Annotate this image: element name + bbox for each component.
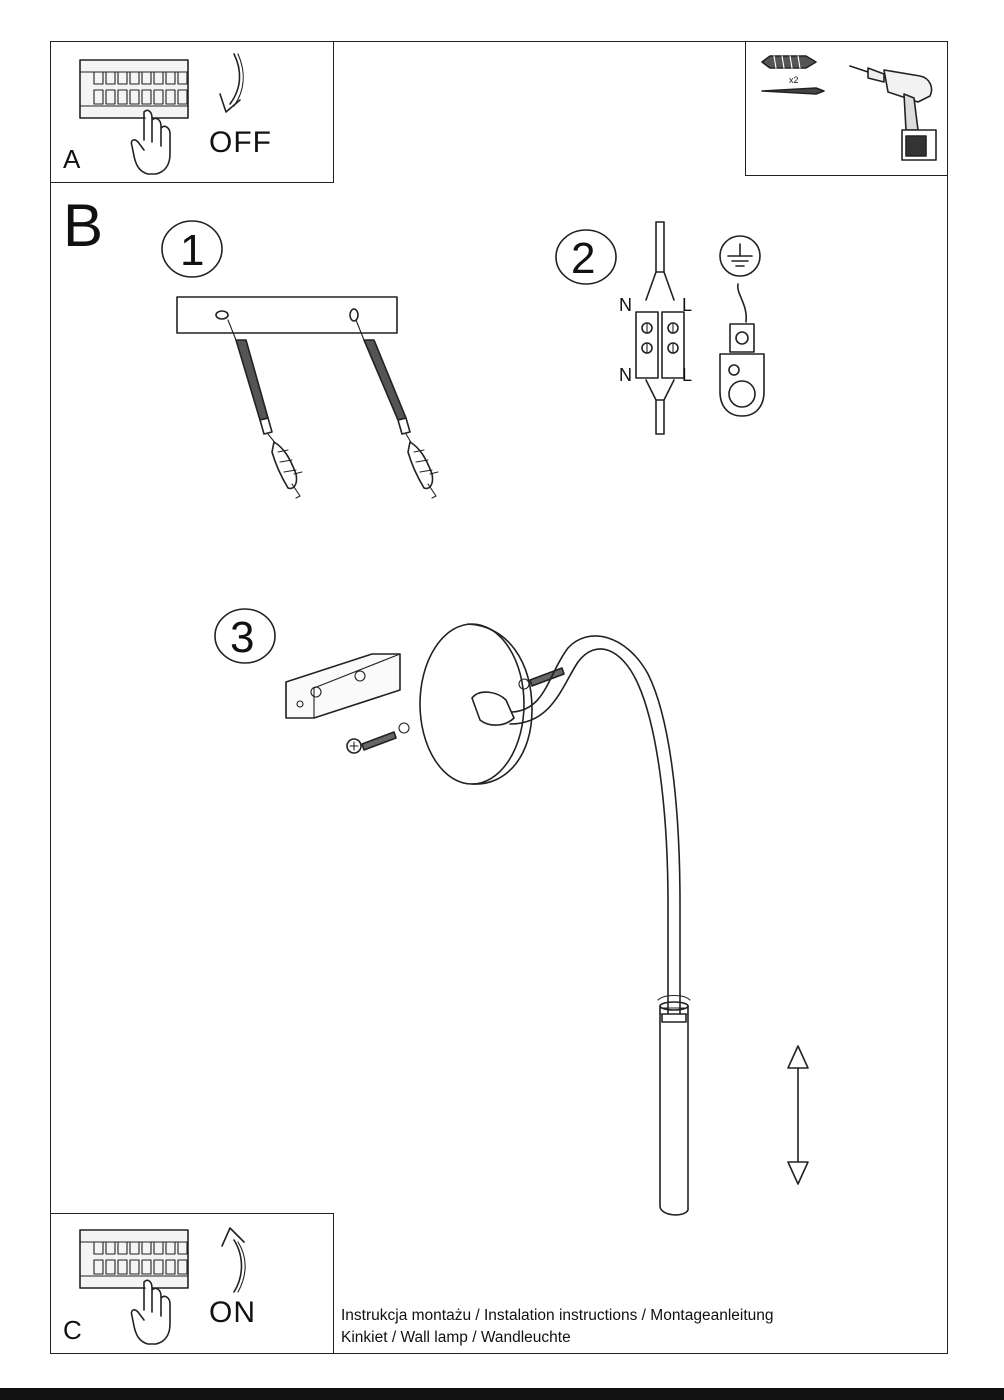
panel-b-letter: B [63, 192, 104, 259]
step-1-marker [161, 220, 223, 278]
screw-icon [761, 87, 825, 95]
panel-a-letter: A [63, 144, 81, 174]
bottom-border [0, 1388, 1004, 1400]
terminal-block-diagram [635, 221, 685, 435]
step-2-number: 2 [571, 234, 596, 283]
on-arrow-icon [221, 1227, 246, 1293]
caption-product: Kinkiet / Wall lamp / Wandleuchte [341, 1329, 571, 1346]
ground-terminal-diagram [719, 235, 765, 417]
breaker-box-off-icon [79, 59, 189, 175]
screw-and-plug-right [355, 319, 439, 499]
step-3-number: 3 [230, 613, 255, 662]
breaker-box-on-icon [79, 1229, 189, 1345]
neutral-label-top: N [619, 295, 632, 315]
wall-lamp-assembly [285, 623, 691, 1216]
off-label: OFF [209, 126, 272, 159]
screw-and-plug-left [227, 319, 303, 499]
plug-count-label: x2 [789, 75, 799, 85]
step-3-marker [214, 608, 276, 664]
neutral-label-bottom: N [619, 365, 632, 385]
power-drill-icon [849, 65, 937, 161]
caption-instructions: Instrukcja montażu / Instalation instruc… [341, 1307, 774, 1324]
wall-plug-icon [761, 55, 817, 69]
panel-c-letter: C [63, 1315, 82, 1345]
live-label-top: L [682, 295, 693, 315]
step-1-number: 1 [180, 226, 205, 275]
instruction-sheet-frame [50, 41, 948, 1354]
live-label-bottom: L [682, 365, 693, 385]
on-label: ON [209, 1296, 256, 1329]
off-arrow-icon [219, 53, 244, 113]
mounting-plate [176, 296, 398, 334]
step-2-marker [555, 229, 617, 285]
height-adjust-arrow-icon [787, 1045, 809, 1185]
